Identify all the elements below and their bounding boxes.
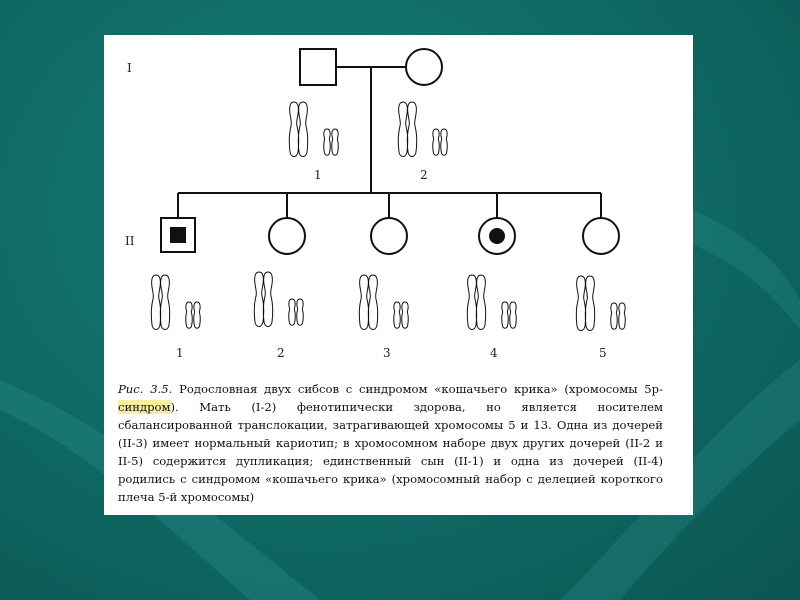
- father-unaffected-male-symbol: [300, 49, 336, 85]
- affected-daughter-II-4-fill: [489, 228, 505, 244]
- figure-panel: I II 1 2 1: [104, 35, 693, 515]
- daughter-II-2-symbol: [269, 218, 305, 254]
- karyotype-II-2: [254, 272, 303, 327]
- karyotype-I-1: [289, 102, 338, 157]
- affected-son-fill: [170, 227, 186, 243]
- caption-text-part1: Родословная двух сибсов с синдромом «кош…: [172, 382, 663, 396]
- daughter-II-3-symbol: [371, 218, 407, 254]
- pedigree-diagram: I II 1 2 1: [104, 35, 693, 375]
- karyotype-II-3: [359, 275, 408, 330]
- individual-number-II-1: 1: [176, 346, 184, 360]
- karyotype-II-4: [467, 275, 516, 330]
- mother-carrier-female-symbol: [406, 49, 442, 85]
- individual-number-II-3: 3: [383, 346, 391, 360]
- individual-number-II-4: 4: [490, 346, 498, 360]
- individual-number-II-2: 2: [277, 346, 285, 360]
- individual-number-II-5: 5: [599, 346, 607, 360]
- figure-caption: Рис. 3.5. Родословная двух сибсов с синд…: [118, 380, 663, 506]
- karyotype-I-2: [398, 102, 447, 157]
- karyotype-II-5: [576, 276, 625, 331]
- pedigree-lines: [178, 67, 601, 219]
- caption-label: Рис. 3.5.: [118, 382, 172, 396]
- caption-text-part2: ). Мать (I-2) фенотипически здорова, но …: [118, 400, 663, 504]
- individual-number-I-2: 2: [420, 168, 428, 182]
- generation-label-1: I: [127, 61, 132, 75]
- individual-number-I-1: 1: [314, 168, 322, 182]
- karyotype-II-1: [151, 275, 200, 330]
- generation-label-2: II: [125, 234, 135, 248]
- daughter-II-5-symbol: [583, 218, 619, 254]
- caption-highlighted-term: синдром: [118, 400, 171, 414]
